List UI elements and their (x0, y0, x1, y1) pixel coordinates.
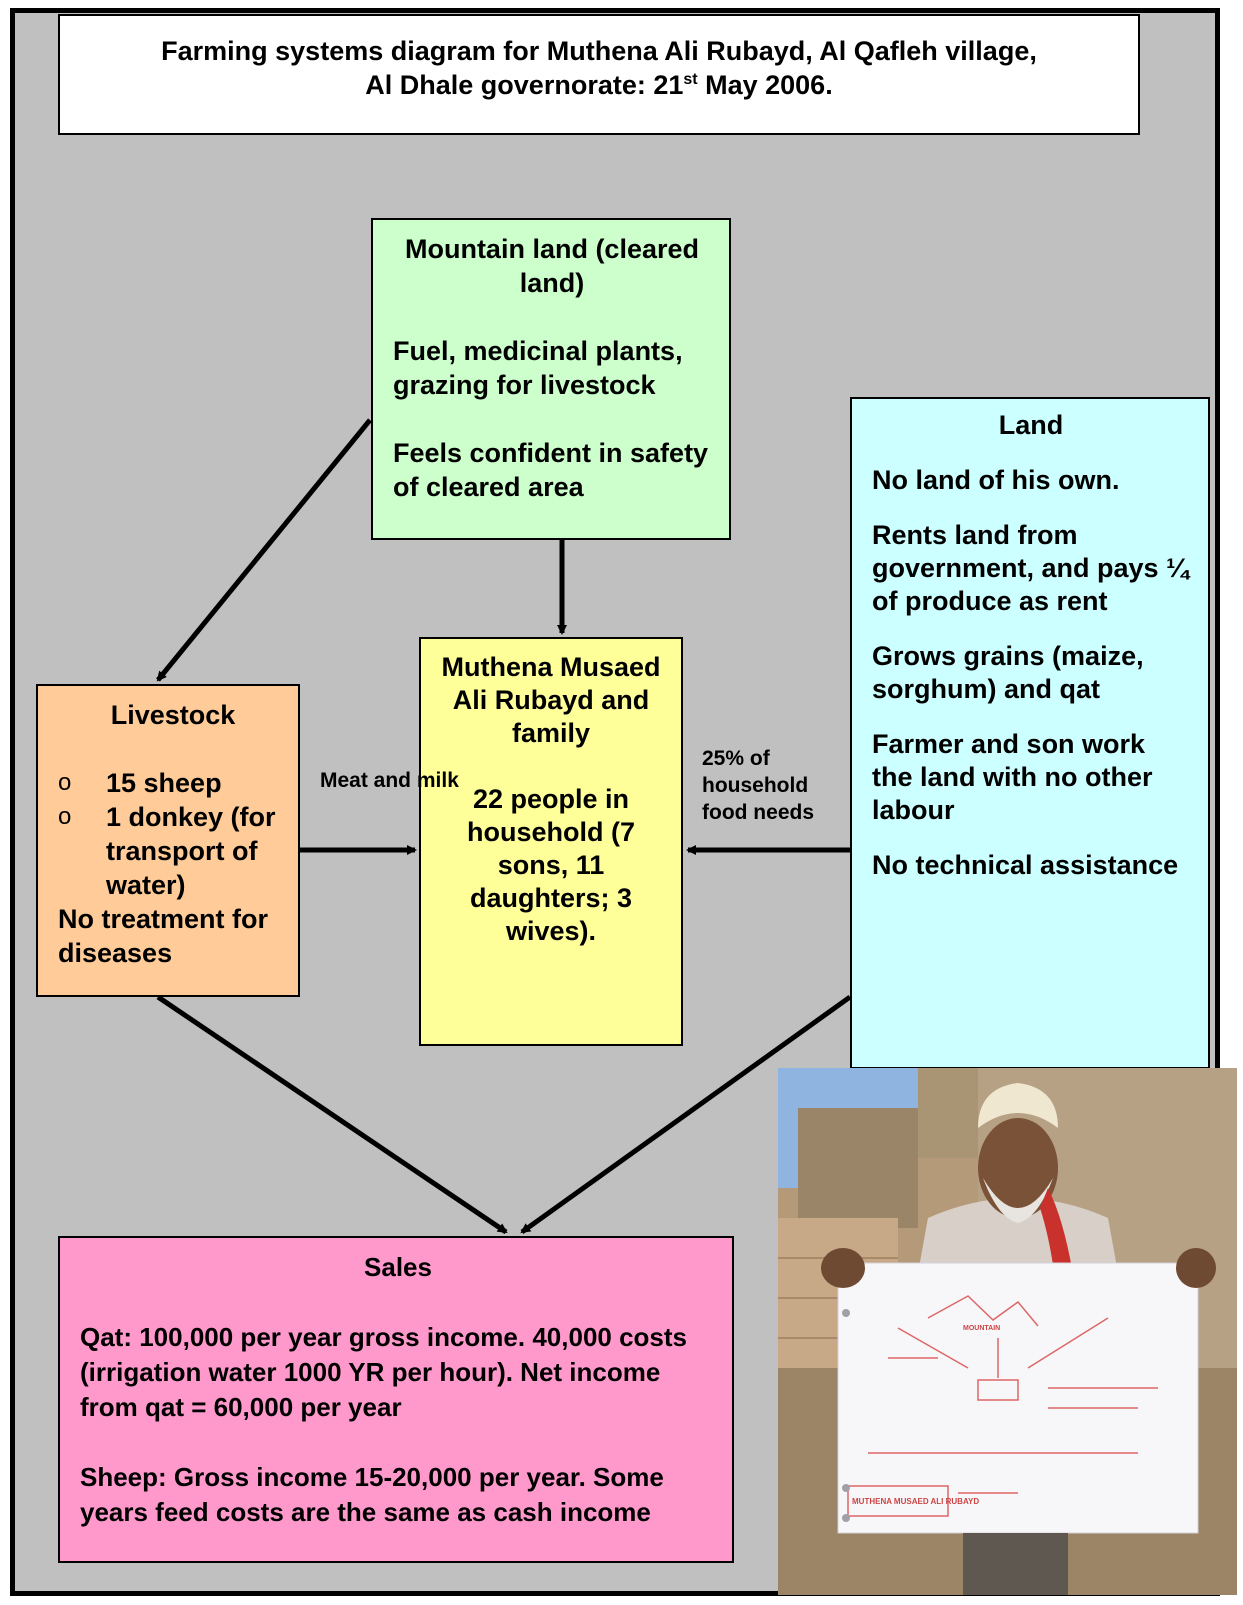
bullet-circle: o (58, 803, 72, 830)
land-box: Land No land of his own. Rents land from… (850, 397, 1210, 1069)
label-meat-and-milk: Meat and milk (320, 769, 459, 792)
livestock-note: No treatment for diseases (58, 904, 269, 968)
land-item: No land of his own. (872, 465, 1120, 495)
sales-qat: Qat: 100,000 per year gross income. 40,0… (80, 1322, 688, 1422)
household-detail: 22 people in household (7 sons, 11 daugh… (467, 784, 635, 946)
sales-box: Sales Qat: 100,000 per year gross income… (58, 1236, 734, 1563)
mountain-heading: Mountain land (cleared land) (404, 234, 700, 298)
paper-label: MOUNTAIN (963, 1325, 1000, 1332)
land-item: Rents land from government, and pays ¼ o… (872, 520, 1189, 616)
arrow-livestock-to-sales (156, 994, 508, 1235)
mountain-safety: Feels confident in safety of cleared are… (393, 438, 709, 502)
mountain-land-box: Mountain land (cleared land) Fuel, medic… (371, 218, 731, 540)
land-item: Grows grains (maize, sorghum) and qat (872, 641, 1144, 704)
livestock-heading: Livestock (110, 700, 236, 730)
diagram-title: Farming systems diagram for Muthena Ali … (58, 14, 1140, 135)
land-heading: Land (998, 410, 1064, 440)
sales-sheep: Sheep: Gross income 15-20,000 per year. … (80, 1462, 664, 1527)
label-food-needs: 25% of household food needs (702, 747, 815, 824)
land-item: No technical assistance (872, 850, 1179, 880)
title-line-2: Al Dhale governorate: 21st May 2006. (365, 70, 833, 100)
paper-label: MUTHENA MUSAED ALI RUBAYD (852, 1497, 979, 1506)
household-name: Muthena Musaed Ali Rubayd and family (441, 652, 661, 748)
arrow-mountain-to-livestock (156, 418, 372, 682)
mountain-uses: Fuel, medicinal plants, grazing for live… (393, 336, 683, 400)
household-box: Muthena Musaed Ali Rubayd and family 22 … (419, 637, 683, 1046)
arrow-land-to-sales (520, 994, 852, 1235)
sales-heading: Sales (364, 1252, 432, 1282)
land-item: Farmer and son work the land with no oth… (872, 729, 1153, 825)
title-line-1: Farming systems diagram for Muthena Ali … (161, 36, 1037, 66)
farmer-photo-drawing: MUTHENA MUSAED ALI RUBAYD MOUNTAIN (778, 1068, 1237, 1595)
bullet-circle: o (58, 769, 72, 796)
farmer-photo: MUTHENA MUSAED ALI RUBAYD MOUNTAIN (778, 1068, 1237, 1595)
